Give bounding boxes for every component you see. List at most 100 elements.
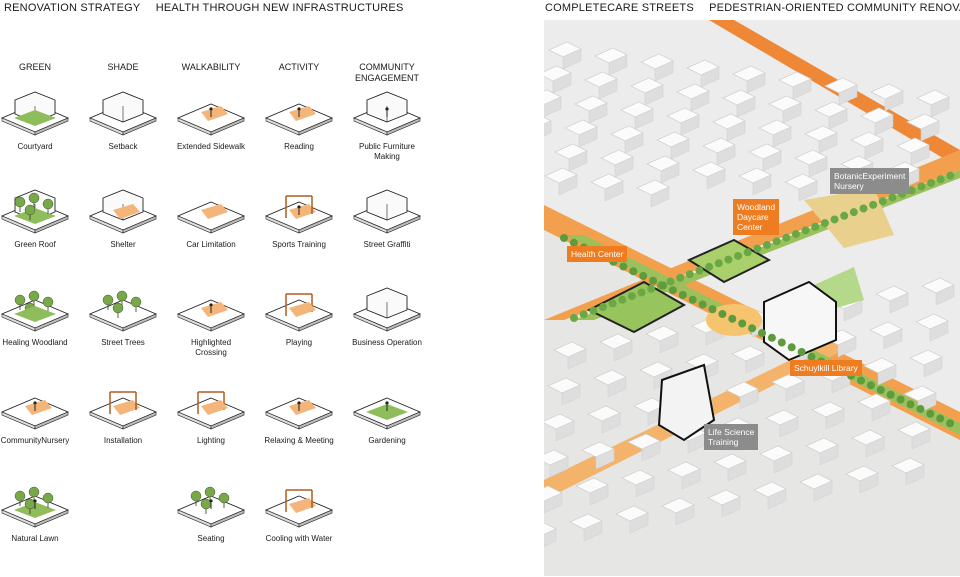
building-facade bbox=[544, 120, 552, 137]
building-facade bbox=[752, 174, 772, 196]
building-blocks bbox=[544, 41, 955, 547]
strategy-icon bbox=[264, 195, 334, 234]
tree bbox=[698, 300, 707, 309]
strategy-icon bbox=[352, 397, 422, 430]
strategy-item: Setback bbox=[78, 84, 168, 182]
strategy-caption: Business Operation bbox=[352, 338, 422, 347]
category-0: GREEN bbox=[18, 62, 51, 72]
strategy-item: Natural Lawn bbox=[0, 476, 80, 574]
tree bbox=[678, 291, 687, 299]
header-completecare-streets: COMPLETECARE STREETS bbox=[545, 2, 694, 14]
tree bbox=[705, 262, 714, 271]
building-facade bbox=[716, 144, 736, 166]
right-header: COMPLETECARE STREETS PEDESTRIAN-ORIENTED… bbox=[545, 2, 960, 14]
strategy-icon bbox=[264, 489, 334, 528]
building-facade bbox=[905, 464, 925, 486]
building-facade bbox=[828, 108, 848, 130]
tree bbox=[608, 299, 617, 308]
tree bbox=[916, 405, 925, 413]
tree bbox=[718, 310, 727, 318]
strategy-item: Courtyard bbox=[0, 84, 80, 182]
category-4: COMMUNITY ENGAGEMENT bbox=[354, 62, 419, 83]
building-facade bbox=[825, 408, 845, 430]
building-facade bbox=[601, 412, 621, 434]
building-facade bbox=[911, 428, 931, 450]
tree bbox=[772, 237, 781, 246]
tree bbox=[857, 376, 865, 385]
building-facade bbox=[726, 120, 746, 142]
strategy-item: Street Trees bbox=[78, 280, 168, 378]
building-facade bbox=[583, 520, 603, 542]
tree bbox=[782, 233, 791, 242]
strategy-caption: Car Limitation bbox=[186, 240, 236, 249]
strategy-item: Shelter bbox=[78, 182, 168, 280]
tree bbox=[639, 272, 648, 280]
building-facade bbox=[773, 452, 793, 474]
strategy-icon bbox=[0, 91, 70, 136]
strategy-item: Playing bbox=[254, 280, 344, 378]
strategy-caption: Extended Sidewalk bbox=[176, 142, 246, 151]
strategy-caption: Shelter bbox=[110, 240, 136, 249]
left-header: RENOVATION STRATEGY HEALTH THROUGH NEW I… bbox=[4, 2, 416, 14]
tree bbox=[767, 333, 776, 342]
label-life-science: Life Science Training bbox=[704, 424, 759, 450]
isometric-site-map bbox=[544, 20, 960, 576]
tree bbox=[801, 226, 810, 235]
building-facade bbox=[930, 96, 950, 118]
tree bbox=[728, 314, 737, 323]
label-woodland-daycare: Woodland Daycare Center bbox=[733, 199, 780, 235]
strategy-icon bbox=[264, 293, 334, 332]
strategy-caption: Green Roof bbox=[14, 240, 56, 249]
building-facade bbox=[874, 114, 894, 136]
building-facade bbox=[644, 84, 664, 106]
strategy-icon bbox=[0, 290, 70, 332]
strategy-item: Street Graffiti bbox=[342, 182, 432, 280]
building-facade bbox=[588, 102, 608, 124]
building-facade bbox=[745, 352, 765, 374]
building-facade bbox=[680, 114, 700, 136]
tree bbox=[666, 277, 675, 286]
building-facade bbox=[792, 78, 812, 100]
strategy-caption: Highlighted Crossing bbox=[190, 338, 232, 357]
building-facade bbox=[813, 480, 833, 502]
building-facade bbox=[562, 48, 582, 70]
tree bbox=[896, 395, 905, 404]
tree bbox=[888, 193, 897, 202]
tree bbox=[797, 348, 806, 356]
tree bbox=[647, 284, 656, 293]
building-facade bbox=[635, 476, 655, 498]
building-facade bbox=[818, 132, 838, 154]
strategy-caption: Installation bbox=[103, 436, 143, 445]
tree bbox=[734, 251, 743, 260]
category-3: ACTIVITY bbox=[278, 62, 320, 72]
strategy-item: Seating bbox=[166, 476, 256, 574]
tree bbox=[866, 381, 875, 390]
building-facade bbox=[607, 376, 627, 398]
tree bbox=[627, 292, 636, 301]
building-facade bbox=[772, 126, 792, 148]
strategy-icon bbox=[352, 287, 422, 332]
tree bbox=[849, 208, 858, 217]
strategy-icon bbox=[264, 397, 334, 430]
tree bbox=[668, 286, 677, 295]
label-botanic-nursery: BotanicExperiment Nursery bbox=[830, 168, 910, 194]
strategy-caption: Seating bbox=[197, 534, 225, 543]
tree bbox=[685, 270, 694, 279]
strategy-caption: Street Trees bbox=[101, 338, 145, 347]
building-facade bbox=[660, 162, 680, 184]
strategy-caption: Cooling with Water bbox=[265, 534, 333, 543]
building-facade bbox=[782, 102, 802, 124]
strategy-caption: Playing bbox=[285, 338, 313, 347]
strategy-caption: Lighting bbox=[196, 436, 226, 445]
building-facade bbox=[681, 468, 701, 490]
building-facade bbox=[544, 528, 557, 547]
tree bbox=[830, 215, 839, 224]
strategy-caption: Gardening bbox=[368, 436, 406, 445]
tree bbox=[936, 414, 945, 423]
label-health-center: Health Center bbox=[567, 246, 628, 262]
building-facade bbox=[884, 90, 904, 112]
tree bbox=[560, 234, 568, 242]
tree bbox=[811, 222, 820, 231]
building-facade bbox=[819, 444, 839, 466]
tree bbox=[569, 238, 578, 247]
